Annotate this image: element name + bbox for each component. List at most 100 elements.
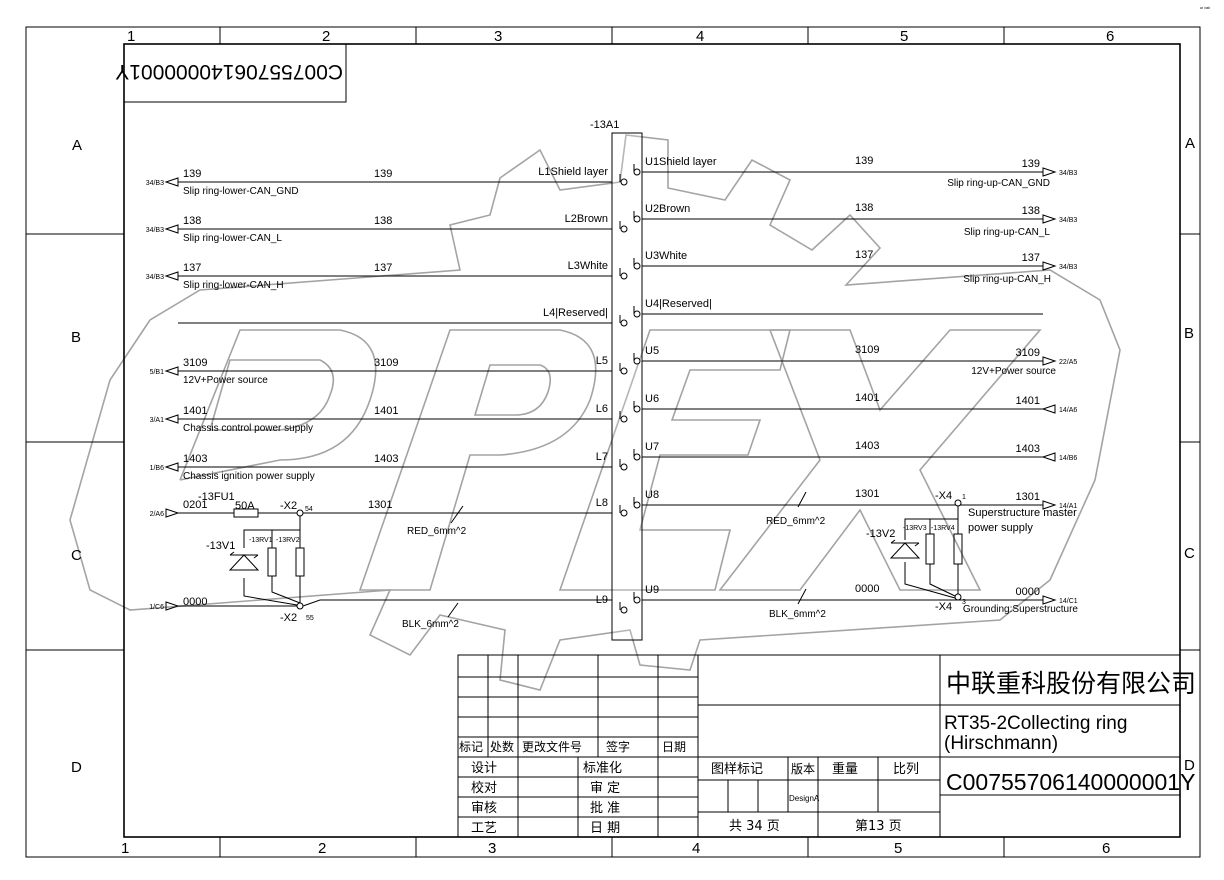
arrow-out-icon [1042,356,1057,366]
page-number: 第13 页 [855,819,902,834]
wire-mid-right: 139 [855,155,873,167]
ref-right: 22/A5 [1059,359,1077,366]
pin-label-right: U4|Reserved| [645,298,712,310]
tvs-diode-icon [889,539,921,559]
sign-label: 审核 [471,801,497,816]
ref-left: 1/B6 [150,465,165,472]
col-label-bottom: 4 [692,840,700,857]
wire-row: L4|Reserved| U4|Reserved| [178,298,1043,327]
ref-right: 34/B3 [1059,217,1077,224]
arrow-out-icon [164,462,179,472]
wire-number-left: 0201 [183,499,207,511]
rev-header: 日期 [662,740,686,754]
x2-top-pin: 54 [305,506,313,513]
wire-number-right: 139 [1022,158,1040,170]
wire-desc-left: 12V+Power source [183,375,268,386]
fuse-icon [233,508,259,518]
pin-circle [633,405,641,413]
wire-number-right: 1401 [1016,395,1040,407]
ref-right: 14/B6 [1059,455,1077,462]
wire-mid-right: 1403 [855,440,879,452]
title-block [457,654,1181,838]
approve-label: 批 准 [590,801,620,816]
rv3-label: -13RV3 [903,525,927,532]
fuse-rating: 50A [235,500,255,512]
wire-spec-tick [797,491,807,508]
varistor-icon [267,547,277,577]
x4-top-pin: 1 [962,494,966,501]
wire-segment [904,506,959,540]
varistor-icon [925,533,935,565]
pin-label-right: U6 [645,393,659,405]
wire-desc-left: Slip ring-lower-CAN_L [183,233,282,244]
wire-mid-right: 3109 [855,344,879,356]
wire-desc-right: 12V+Power source [971,366,1056,377]
arrow-out-icon [1042,595,1057,605]
wire-number-left: 3109 [183,357,207,369]
rv1-label: -13RV1 [249,537,273,544]
wire-segment [243,576,301,606]
row-label-left: D [71,759,82,776]
col-label-top: 3 [494,28,502,45]
drawing-title-line2: (Hirschmann) [944,733,1058,754]
row-label-right: C [1184,545,1195,562]
corner-mark: ᵃʳ ᵇᵃᵇ [1200,6,1210,12]
x2-bottom-pin: 55 [306,615,314,622]
wire-spec-tick [447,602,459,618]
blk-wire-label: BLK_6mm^2 [402,619,459,630]
wire-mid-left: 139 [374,168,392,180]
ref-left: 3/A1 [150,417,165,424]
arrow-out-icon [164,414,179,424]
doc-number-mirrored: C00755706140000001Y [115,60,343,83]
ref-right: 34/B3 [1059,170,1077,177]
pin-circle [620,463,628,471]
arrow-in-icon [165,601,180,611]
arrow-out-icon [164,177,179,187]
ref-right: 34/B3 [1059,264,1077,271]
pin-label-right: U9 [645,584,659,596]
row-label-right: A [1185,135,1195,152]
wire-number-right: 138 [1022,205,1040,217]
approve-label: 标准化 [583,761,622,776]
pin-label-left: L5 [596,355,608,367]
wire-number-right: 1301 [1016,491,1040,503]
x4-bottom-label: -X4 [935,601,952,613]
col-label-bottom: 6 [1102,840,1110,857]
arrow-out-icon [1042,500,1057,510]
pin-label-right: U3White [645,250,687,262]
wire-spec-tick [797,588,807,605]
wire-desc-right: Slip ring-up-CAN_GND [947,178,1050,189]
ref-left: 5/B1 [150,369,165,376]
pin-circle [633,310,641,318]
wire-mid-left: 138 [374,215,392,227]
info-header: 图样标记 [711,762,763,777]
wire-mid-left: 1403 [374,453,398,465]
rv2-label: -13RV2 [276,537,300,544]
wire-mid-left: 1401 [374,405,398,417]
terminal-x4-top [954,499,962,507]
wire-number-right: 0000 [1016,586,1040,598]
arrow-out-icon [1042,167,1057,177]
ref-left: 2/A6 [150,511,165,518]
pin-label-right: U5 [645,345,659,357]
pin-label-left: L4|Reserved| [543,307,608,319]
terminal-x4-bottom [954,593,962,601]
connector-body [611,132,643,641]
pin-label-left: L7 [596,451,608,463]
arrow-out-icon [1042,261,1057,271]
wire-segment [271,530,301,548]
wire-number-right: 3109 [1016,347,1040,359]
grid-row-labels: A B C D A B C D [71,135,1195,776]
pin-circle [633,168,641,176]
wire-mid-right: 138 [855,202,873,214]
arrow-out-icon [164,366,179,376]
wire-number-right: 137 [1022,252,1040,264]
pin-label-left: L2Brown [565,213,608,225]
pin-circle [620,606,628,614]
sign-label: 校对 [471,780,497,796]
